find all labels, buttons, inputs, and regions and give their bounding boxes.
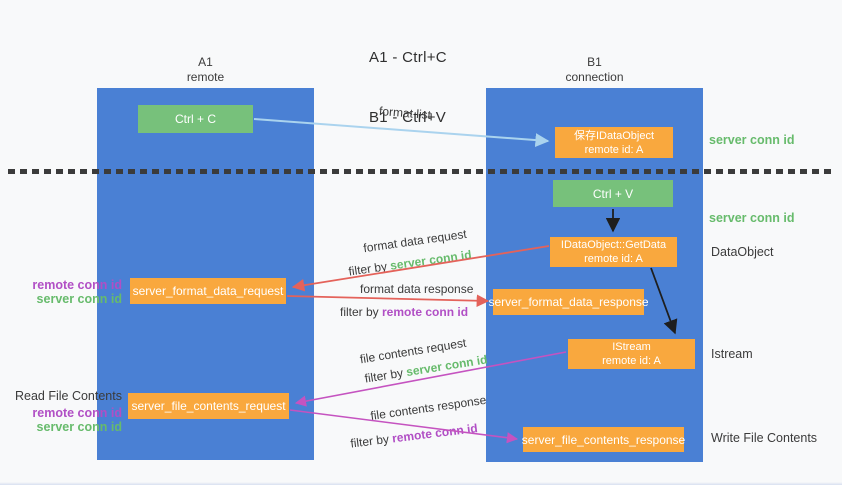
column-header-b1: B1 connection <box>486 55 703 85</box>
label-filter-by-remote-conn-id-file: filter by remote conn id <box>349 421 479 451</box>
annotation-remote-conn-id-file: remote conn id <box>32 406 122 420</box>
column-b1-name: B1 <box>587 55 602 69</box>
node-save-idataobject: 保存IDataObject remote id: A <box>555 127 673 158</box>
annotation-dataobject: DataObject <box>711 245 774 259</box>
node-format-response-label: server_format_data_response <box>488 295 649 309</box>
server-conn-id-text: server conn id <box>389 247 473 273</box>
node-ctrl-c-label: Ctrl + C <box>174 112 216 126</box>
diagram-title: A1 - Ctrl+C B1 - Ctrl+V <box>369 8 447 168</box>
column-a1-name: A1 <box>198 55 213 69</box>
column-b1-role: connection <box>565 70 624 84</box>
annotation-server-conn-id-format: server conn id <box>36 292 122 306</box>
filter-by-text: filter by <box>340 305 383 319</box>
node-ctrl-v: Ctrl + V <box>553 180 673 207</box>
node-ctrl-v-label: Ctrl + V <box>592 186 634 201</box>
node-server-format-data-request: server_format_data_request <box>130 278 286 304</box>
node-server-file-contents-request: server_file_contents_request <box>128 393 289 419</box>
filter-by-text: filter by <box>347 258 392 279</box>
label-filter-by-remote-conn-id-format: filter by remote conn id <box>340 305 468 319</box>
title-line-copy: A1 - Ctrl+C <box>369 49 447 66</box>
annotation-server-conn-id-paste: server conn id <box>709 211 795 225</box>
annotation-write-file-contents: Write File Contents <box>711 431 818 445</box>
node-getdata-line2: remote id: A <box>584 253 643 265</box>
bottom-edge-shade <box>0 482 842 485</box>
node-getdata-line1: IDataObject::GetData <box>560 239 667 251</box>
node-istream: IStream remote id: A <box>568 339 695 369</box>
column-header-a1: A1 remote <box>97 55 314 85</box>
column-a1-role: remote <box>186 70 225 84</box>
filter-by-text: filter by <box>349 431 394 451</box>
annotation-remote-conn-id-format: remote conn id <box>32 278 122 292</box>
annotation-istream: Istream <box>711 347 753 361</box>
node-ctrl-c: Ctrl + C <box>138 105 253 133</box>
node-server-format-data-response: server_format_data_response <box>488 289 649 315</box>
node-idataobject-getdata: IDataObject::GetData remote id: A <box>550 237 677 267</box>
label-file-contents-response: file contents response <box>369 392 488 423</box>
label-format-data-response: format data response <box>360 282 474 296</box>
node-istream-line1: IStream <box>612 341 651 353</box>
node-save-idataobject-line1: 保存IDataObject <box>573 129 655 142</box>
arrow-format-data-response <box>286 294 490 308</box>
node-istream-line2: remote id: A <box>602 355 661 367</box>
node-server-file-contents-response: server_file_contents_response <box>521 427 686 452</box>
annotation-server-conn-id-top: server conn id <box>709 133 795 147</box>
annotation-read-file-contents: Read File Contents <box>14 389 122 403</box>
filter-by-text: filter by <box>363 365 408 386</box>
phase-divider-dotted-line <box>8 169 834 174</box>
node-file-request-label: server_file_contents_request <box>131 399 286 413</box>
remote-conn-id-text: remote conn id <box>382 305 469 319</box>
node-format-request-label: server_format_data_request <box>132 284 284 298</box>
remote-conn-id-text: remote conn id <box>391 421 479 446</box>
node-save-idataobject-line2: remote id: A <box>584 143 644 156</box>
annotation-server-conn-id-file: server conn id <box>36 420 122 434</box>
node-file-response-label: server_file_contents_response <box>521 432 686 447</box>
